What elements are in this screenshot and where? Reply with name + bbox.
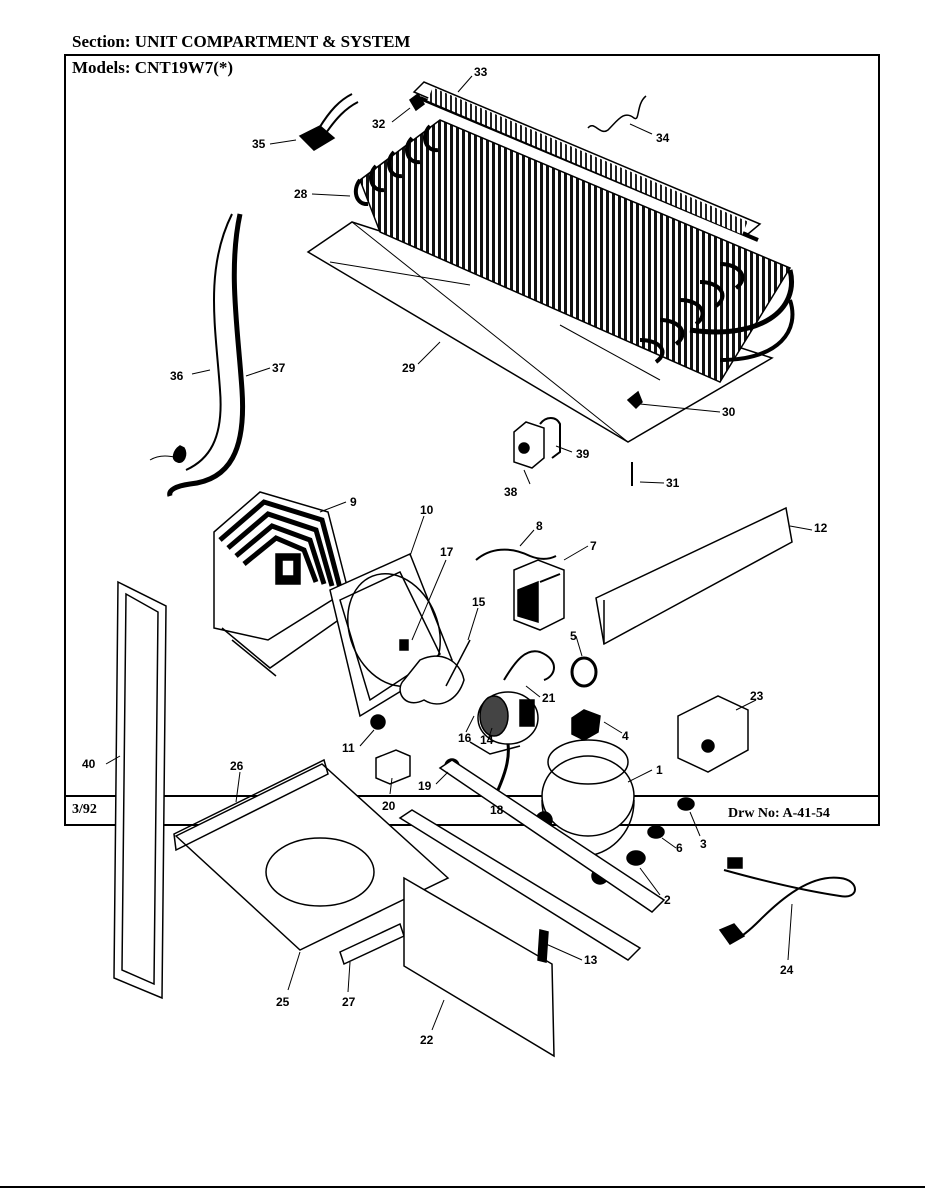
part-12-rear-panel xyxy=(595,506,793,646)
callout-2: 2 xyxy=(664,893,671,907)
part-8-wire xyxy=(475,548,557,561)
part-23-control xyxy=(677,695,749,773)
part-34-wire xyxy=(587,95,647,133)
part-24-power-cord xyxy=(718,857,856,945)
callout-10: 10 xyxy=(420,503,434,517)
callout-39: 39 xyxy=(576,447,590,461)
drawing-number: Drw No: A-41-54 xyxy=(728,806,830,822)
part-40-side-panel xyxy=(113,580,167,1000)
part-6-grommet xyxy=(647,825,665,839)
part-26-base-pan xyxy=(173,758,450,951)
footer-date: 3/92 xyxy=(72,802,97,817)
part-28-evaporator-coil xyxy=(353,119,795,383)
callout-38: 38 xyxy=(504,485,518,499)
part-35-defrost-thermostat xyxy=(298,93,359,151)
callout-9: 9 xyxy=(350,495,357,509)
part-32-clip xyxy=(409,92,425,112)
part-22-access-cover xyxy=(403,876,555,1058)
part-20-relay-box xyxy=(375,749,411,785)
callout-13: 13 xyxy=(584,953,598,967)
callout-5: 5 xyxy=(570,629,577,643)
callout-40: 40 xyxy=(82,757,96,771)
drawing-number-label: Drw No: xyxy=(728,806,780,821)
callout-8: 8 xyxy=(536,519,543,533)
part-27-bracket xyxy=(339,922,405,966)
part-30-clip xyxy=(626,390,643,410)
drawing-number-value: A-41-54 xyxy=(782,806,830,821)
models-heading: Models: CNT19W7(*) xyxy=(72,58,233,78)
callout-labels: 33 32 34 35 28 36 37 29 30 39 38 31 9 10… xyxy=(82,65,828,1047)
callout-12: 12 xyxy=(814,521,828,535)
section-heading: Section: UNIT COMPARTMENT & SYSTEM xyxy=(72,32,410,52)
models-label: Models: xyxy=(72,58,131,77)
callout-30: 30 xyxy=(722,405,736,419)
part-37-suction-line xyxy=(167,213,246,497)
section-label: Section: xyxy=(72,32,131,51)
part-9-condenser xyxy=(213,491,351,677)
callout-1: 1 xyxy=(656,763,663,777)
callout-29: 29 xyxy=(402,361,416,375)
part-18-wire-harness xyxy=(496,743,510,791)
callout-19: 19 xyxy=(418,779,432,793)
callout-16: 16 xyxy=(458,731,472,745)
callout-32: 32 xyxy=(372,117,386,131)
part-7-relay xyxy=(513,559,565,631)
callout-31: 31 xyxy=(666,476,680,490)
callout-34: 34 xyxy=(656,131,670,145)
callout-27: 27 xyxy=(342,995,356,1009)
callout-36: 36 xyxy=(170,369,184,383)
part-38-39-bracket xyxy=(513,417,561,469)
callout-3: 3 xyxy=(700,837,707,851)
callout-17: 17 xyxy=(440,545,454,559)
callout-15: 15 xyxy=(472,595,486,609)
models-value: CNT19W7(*) xyxy=(134,58,234,77)
part-13-pin xyxy=(537,929,549,963)
part-36-capillary-tube xyxy=(185,213,233,471)
part-2-grommet xyxy=(626,850,646,866)
part-5-capacitor xyxy=(570,656,598,688)
callout-20: 20 xyxy=(382,799,396,813)
part-3-grommet xyxy=(677,797,695,811)
callout-22: 22 xyxy=(420,1033,434,1047)
part-11-grommet xyxy=(370,714,386,730)
compressor-mounting-rail xyxy=(398,759,666,961)
callout-6: 6 xyxy=(676,841,683,855)
callout-23: 23 xyxy=(750,689,764,703)
diagram-frame xyxy=(64,54,880,826)
callout-26: 26 xyxy=(230,759,244,773)
callout-11: 11 xyxy=(342,741,355,755)
callout-37: 37 xyxy=(272,361,286,375)
section-title: UNIT COMPARTMENT & SYSTEM xyxy=(134,32,411,51)
callout-25: 25 xyxy=(276,995,290,1009)
part-15-fan-blade xyxy=(399,639,471,705)
part-21-wire xyxy=(503,650,555,681)
callout-4: 4 xyxy=(622,729,629,743)
part-33-heater-bracket xyxy=(412,81,762,242)
part-4-clip xyxy=(571,709,601,741)
callout-21: 21 xyxy=(542,691,556,705)
callout-7: 7 xyxy=(590,539,597,553)
callout-14: 14 xyxy=(480,733,494,747)
callout-24: 24 xyxy=(780,963,794,977)
callout-28: 28 xyxy=(294,187,308,201)
callout-33: 33 xyxy=(474,65,488,79)
callout-35: 35 xyxy=(252,137,266,151)
page-bottom-rule xyxy=(0,1186,925,1188)
callout-18: 18 xyxy=(490,803,504,817)
callout-leaders xyxy=(105,75,813,1031)
